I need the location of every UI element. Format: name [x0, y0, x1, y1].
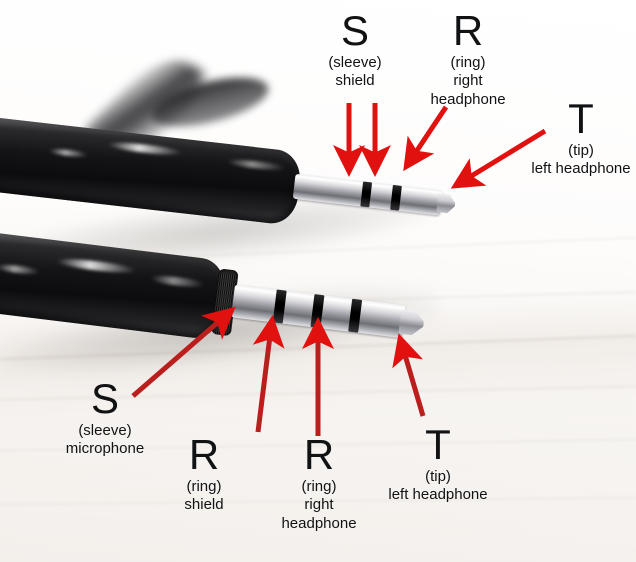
- label-line-2: right: [453, 72, 483, 90]
- label-letter: T: [568, 95, 594, 142]
- label-line-2: right: [304, 496, 334, 514]
- label-top-tip: T (tip) left headphone: [527, 98, 635, 179]
- label-line-2: left headphone: [388, 486, 488, 504]
- label-letter: S: [340, 7, 369, 54]
- label-bottom-tip: T (tip) left headphone: [383, 424, 493, 505]
- label-line-2: shield: [335, 72, 375, 90]
- label-letter: S: [90, 375, 119, 422]
- label-line-1: (tip): [568, 142, 594, 159]
- label-top-ring: R (ring) right headphone: [412, 10, 524, 109]
- label-line-1: (sleeve): [328, 54, 382, 71]
- label-line-1: (tip): [425, 468, 451, 485]
- label-line-3: headphone: [430, 90, 506, 108]
- label-line-1: (ring): [450, 54, 486, 71]
- label-line-2: left headphone: [531, 160, 631, 178]
- label-bottom-ring-right: R (ring) right headphone: [265, 434, 373, 533]
- label-line-1: (ring): [301, 478, 337, 495]
- label-letter: R: [188, 431, 220, 478]
- label-line-1: (ring): [186, 478, 222, 495]
- label-letter: T: [425, 421, 451, 468]
- label-top-sleeve: S (sleeve) shield: [312, 10, 398, 91]
- label-line-2: microphone: [65, 440, 145, 458]
- label-line-2: shield: [184, 496, 224, 514]
- label-letter: R: [303, 431, 335, 478]
- label-line-3: headphone: [281, 514, 357, 532]
- label-bottom-ring-shield: R (ring) shield: [160, 434, 248, 515]
- label-bottom-sleeve: S (sleeve) microphone: [46, 378, 164, 459]
- label-line-1: (sleeve): [78, 422, 132, 439]
- label-letter: R: [452, 7, 484, 54]
